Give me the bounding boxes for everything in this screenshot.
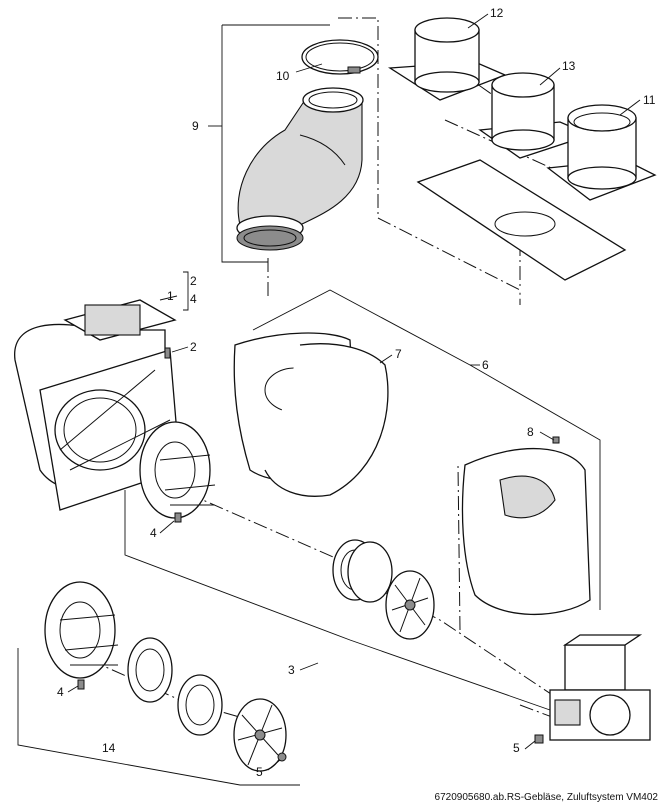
- callout-1: 1: [167, 289, 174, 303]
- callout-14: 14: [102, 741, 116, 755]
- inlet-ring-lower: [127, 637, 223, 736]
- volute-shell: [233, 332, 389, 497]
- callout-10: 10: [276, 69, 290, 83]
- motor-flange-plate: [139, 421, 216, 519]
- impeller-center: [385, 570, 435, 640]
- callout-11: 11: [643, 93, 656, 107]
- clamp-ring: [301, 39, 379, 75]
- callout-4-top: 4: [190, 292, 197, 306]
- figure-caption: 6720905680.ab.RS-Gebläse, Zuluftsystem V…: [435, 792, 659, 803]
- callout-4-mid: 4: [150, 526, 157, 540]
- callout-leaders: [67, 13, 641, 771]
- callout-9: 9: [192, 119, 199, 133]
- callout-2: 2: [190, 340, 197, 354]
- screw-2: [164, 347, 171, 359]
- screw-4-upper: [174, 512, 182, 523]
- callout-8: 8: [527, 425, 534, 439]
- air-duct-elbow: [236, 87, 364, 251]
- flange-plate-lower: [44, 581, 119, 679]
- nut-5-lower: [277, 752, 287, 762]
- callouts: 9 10 12 13 11 1 2 4 2 7 6 8 4 3 4 14 5 5: [57, 6, 656, 779]
- screw-4-lower: [77, 679, 85, 690]
- callout-5-right: 5: [513, 741, 520, 755]
- callout-6: 6: [482, 358, 489, 372]
- callout-2-top: 2: [190, 274, 197, 288]
- callout-5-low: 5: [256, 765, 263, 779]
- callout-4-low: 4: [57, 685, 64, 699]
- impeller-lower: [233, 698, 287, 772]
- volute-shell-6: [461, 436, 591, 616]
- flange-tube-13: [478, 72, 592, 159]
- callout-13: 13: [562, 59, 576, 73]
- callout-3: 3: [288, 663, 295, 677]
- flange-ring-11: [546, 104, 657, 201]
- mounting-plate: [416, 159, 627, 281]
- callout-7: 7: [395, 347, 402, 361]
- gas-valve-unit: [534, 634, 651, 744]
- flange-tube-12: [387, 17, 507, 101]
- inlet-ring-center: [332, 539, 393, 603]
- callout-12: 12: [490, 6, 504, 20]
